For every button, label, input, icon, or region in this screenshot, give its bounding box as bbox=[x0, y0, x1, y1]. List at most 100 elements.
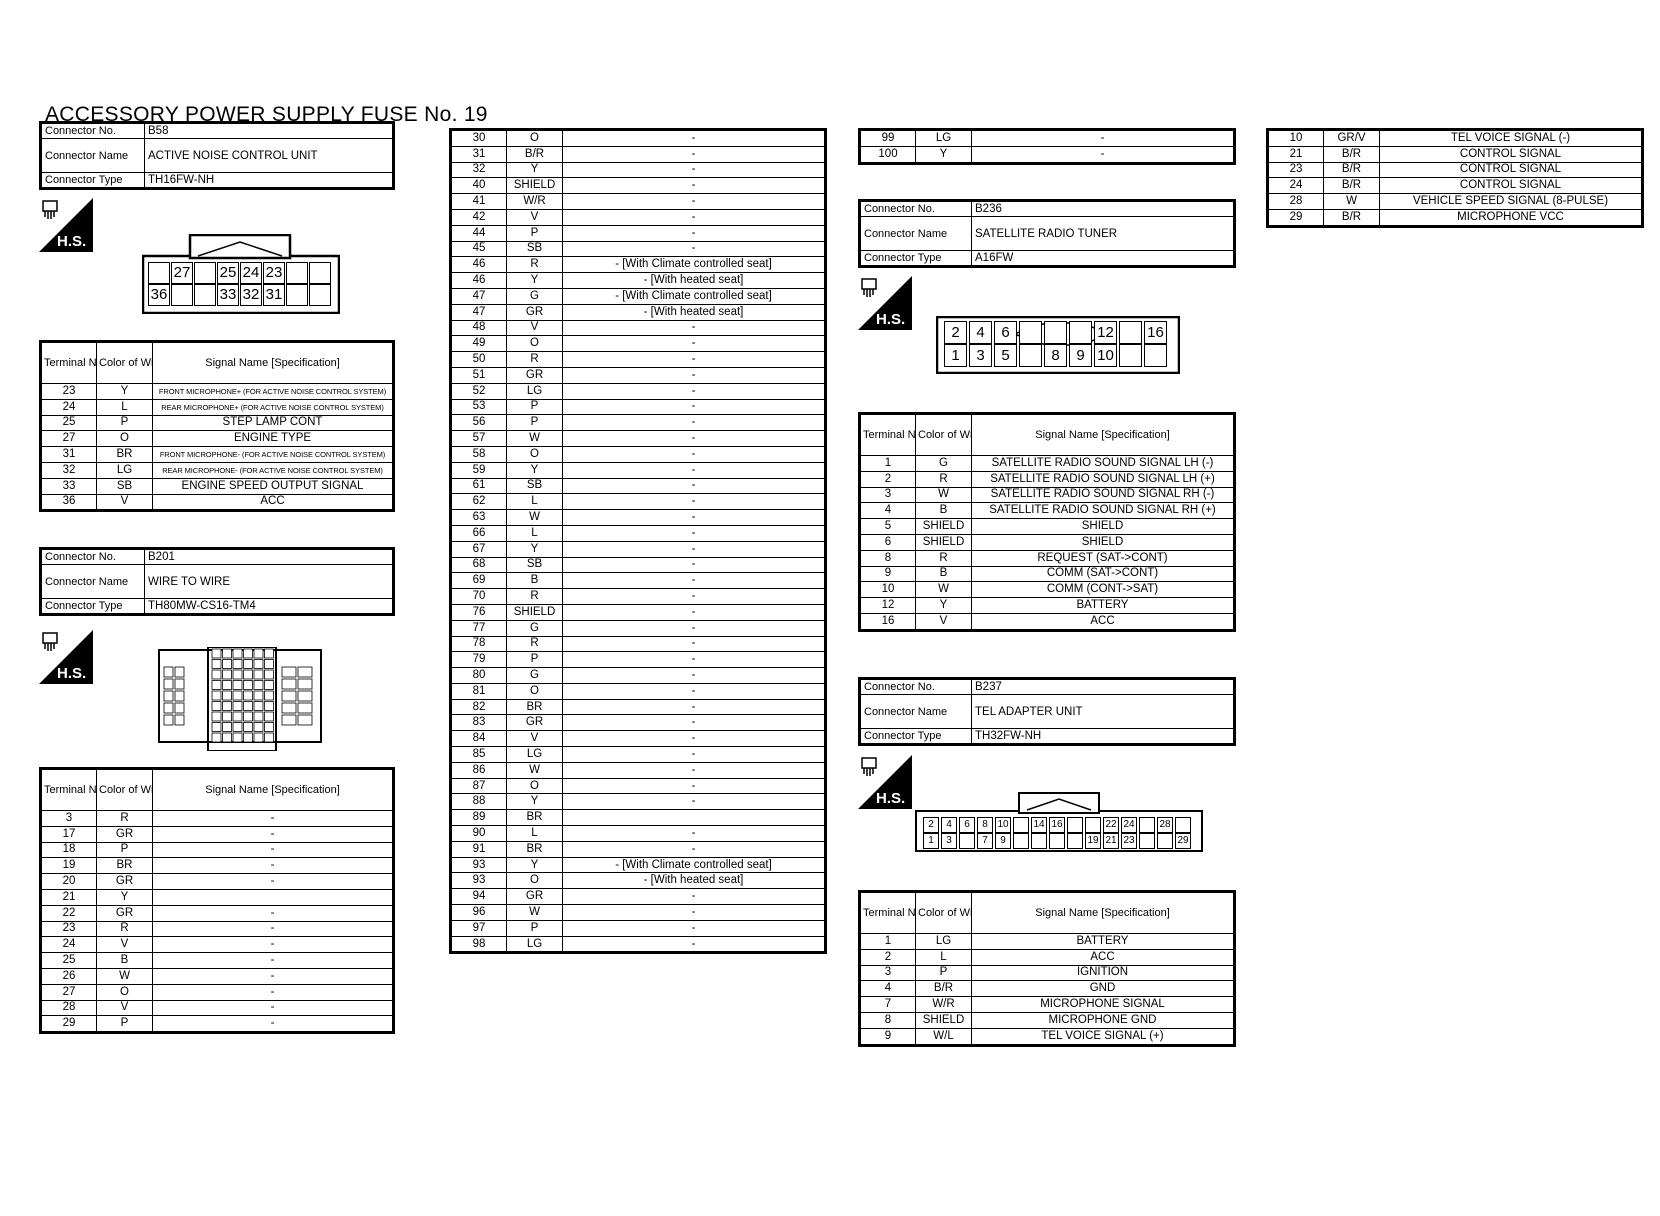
terminal-no-cell: 23 bbox=[40, 920, 97, 938]
terminal-table-b237: Terminal No. Color of Wire Signal Name [… bbox=[858, 890, 1236, 1047]
terminal-no-cell: 36 bbox=[40, 493, 97, 512]
cavity bbox=[211, 722, 222, 732]
wire-color-cell: R bbox=[506, 351, 563, 368]
connector-pin bbox=[1019, 344, 1042, 367]
hs-label: H.S. bbox=[57, 665, 86, 682]
signal-name-cell: - bbox=[562, 825, 826, 842]
connector-pin: 12 bbox=[1094, 321, 1117, 344]
cavity bbox=[253, 669, 264, 680]
color-of-wire-header: Color of Wire bbox=[915, 413, 972, 456]
terminal-no-cell: 84 bbox=[450, 730, 507, 748]
terminal-no-header: Terminal No. bbox=[859, 891, 916, 934]
wire-color-cell: B/R bbox=[915, 980, 972, 998]
cavity bbox=[253, 722, 264, 732]
cavity bbox=[264, 722, 274, 732]
terminal-no-cell: 32 bbox=[450, 161, 507, 179]
cavity bbox=[243, 659, 253, 669]
connector-pin: 28 bbox=[1157, 817, 1173, 833]
signal-name-cell: - bbox=[562, 777, 826, 795]
wire-color-cell: G bbox=[506, 619, 563, 637]
terminal-no-cell: 23 bbox=[1267, 161, 1324, 179]
terminal-no-cell: 89 bbox=[450, 809, 507, 827]
signal-name-cell: - bbox=[152, 904, 394, 922]
connector-pin bbox=[1119, 344, 1142, 367]
connector-pin bbox=[286, 262, 308, 284]
terminal-no-cell: 99 bbox=[859, 129, 916, 147]
signal-name-cell bbox=[152, 888, 394, 906]
signal-name-cell: - bbox=[562, 382, 826, 400]
wire-color-cell: R bbox=[506, 635, 563, 653]
signal-name-cell: CONTROL SIGNAL bbox=[1379, 177, 1643, 195]
connector-pin: 4 bbox=[941, 817, 957, 833]
cavity bbox=[232, 690, 243, 701]
wire-color-cell: Y bbox=[915, 597, 972, 614]
terminal-no-cell: 24 bbox=[1267, 177, 1324, 195]
connector-pin: 22 bbox=[1103, 817, 1119, 833]
terminal-no-cell: 19 bbox=[40, 857, 97, 875]
signal-name-cell: STEP LAMP CONT bbox=[152, 414, 394, 432]
terminal-no-cell: 49 bbox=[450, 335, 507, 353]
wire-color-cell: V bbox=[506, 319, 563, 337]
terminal-no-cell: 41 bbox=[450, 193, 507, 210]
terminal-no-cell: 44 bbox=[450, 224, 507, 242]
signal-name-cell: - bbox=[562, 730, 826, 748]
terminal-no-header: Terminal No. bbox=[859, 413, 916, 456]
terminal-no-cell: 66 bbox=[450, 524, 507, 542]
terminal-no-cell: 30 bbox=[450, 129, 507, 147]
terminal-no-cell: 31 bbox=[450, 145, 507, 163]
wire-color-cell: P bbox=[915, 964, 972, 982]
signal-name-cell: - bbox=[562, 572, 826, 590]
signal-name-cell: BATTERY bbox=[971, 933, 1235, 950]
wire-color-cell: Y bbox=[506, 461, 563, 479]
cavity bbox=[163, 666, 174, 678]
wire-color-cell: SHIELD bbox=[915, 518, 972, 535]
wire-color-cell: V bbox=[915, 612, 972, 631]
signal-name-cell: - bbox=[562, 129, 826, 147]
connector-pin: 2 bbox=[923, 817, 939, 833]
wire-color-cell: BR bbox=[506, 840, 563, 858]
cavity bbox=[281, 690, 297, 702]
signal-name-cell: MICROPHONE GND bbox=[971, 1011, 1235, 1029]
cavity bbox=[211, 648, 222, 659]
terminal-no-cell: 5 bbox=[859, 518, 916, 535]
wire-color-cell: W bbox=[506, 761, 563, 779]
wire-color-cell: O bbox=[506, 872, 563, 890]
color-of-wire-header: Color of Wire bbox=[96, 768, 153, 811]
wire-color-cell: V bbox=[506, 208, 563, 226]
cavity bbox=[281, 678, 297, 690]
connector-pin: 14 bbox=[1031, 817, 1047, 833]
connector-pin: 7 bbox=[977, 833, 993, 849]
cavity bbox=[222, 732, 232, 743]
cavity bbox=[253, 690, 264, 701]
wire-color-cell: R bbox=[506, 256, 563, 274]
signal-name-cell: - bbox=[562, 840, 826, 858]
wire-color-cell: SHIELD bbox=[915, 1011, 972, 1029]
terminal-no-cell: 57 bbox=[450, 430, 507, 447]
connector-pin bbox=[1067, 833, 1083, 849]
signal-name-cell: - bbox=[562, 793, 826, 811]
connector-pin bbox=[1157, 833, 1173, 849]
wire-color-cell: B bbox=[915, 502, 972, 520]
wire-color-cell: BR bbox=[96, 857, 153, 875]
connector-no-label: Connector No. bbox=[859, 200, 972, 217]
wire-color-cell: L bbox=[506, 825, 563, 842]
wire-color-cell: B bbox=[96, 952, 153, 969]
connector-pin bbox=[1067, 817, 1083, 833]
signal-name-cell: CONTROL SIGNAL bbox=[1379, 161, 1643, 179]
connector-pin: 4 bbox=[969, 321, 992, 344]
signal-name-cell: - [With Climate controlled seat] bbox=[562, 287, 826, 305]
